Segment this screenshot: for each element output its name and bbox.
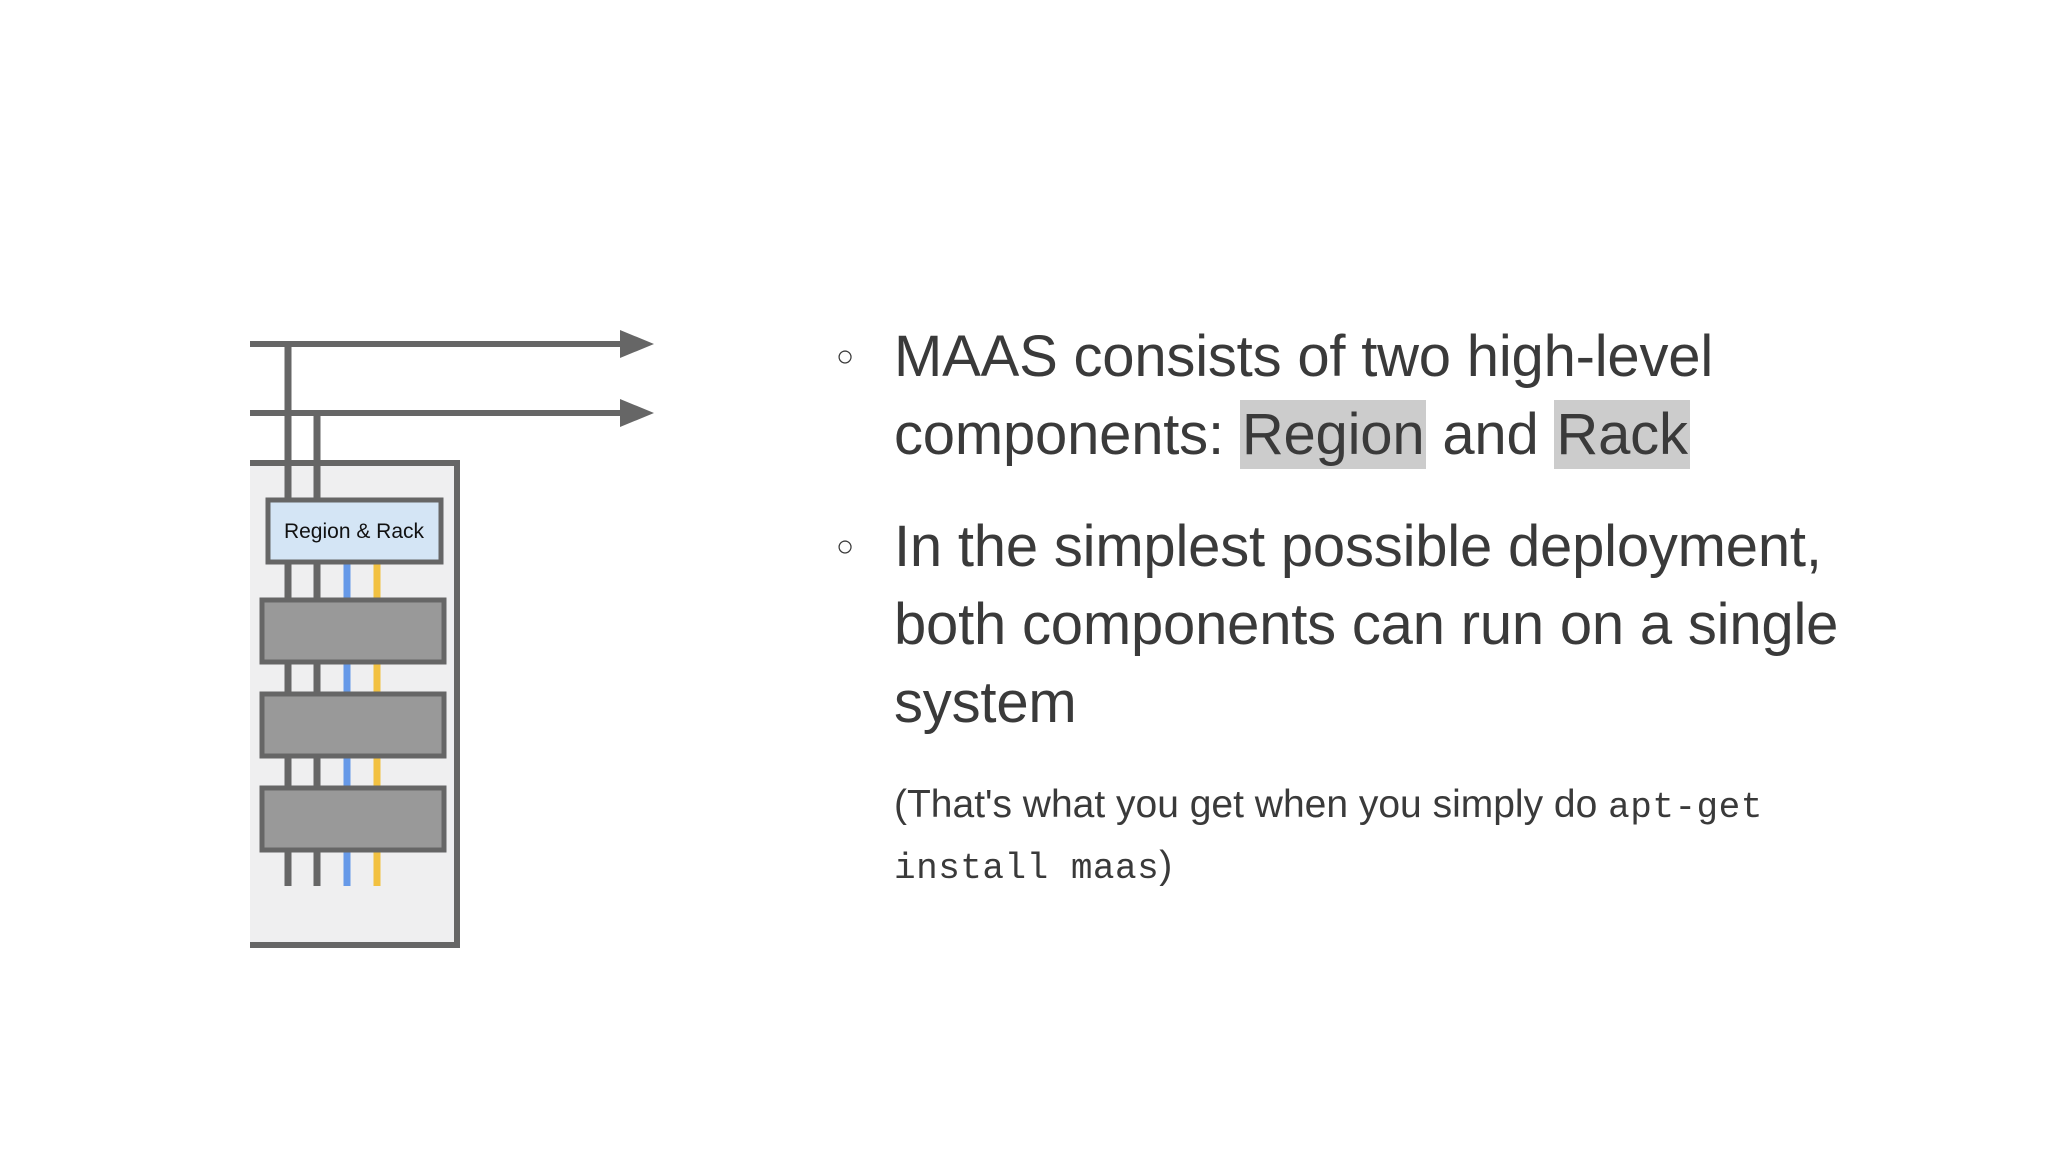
region-and-rack-box: Region & Rack bbox=[265, 497, 444, 565]
server-box bbox=[259, 691, 447, 759]
bullet-segment: MAAS consists of two high-level componen… bbox=[894, 324, 1714, 467]
highlighted-term-rack: Rack bbox=[1554, 400, 1690, 469]
highlighted-term-region: Region bbox=[1239, 400, 1427, 469]
bullet-text: In the simplest possible deployment, bot… bbox=[894, 508, 1888, 742]
note-prefix: (That's what you get when you simply do bbox=[894, 783, 1609, 826]
bullet-item: ○ MAAS consists of two high-level compon… bbox=[828, 318, 1888, 474]
parenthetical-note: (That's what you get when you simply do … bbox=[828, 776, 1888, 898]
content-text-column: ○ MAAS consists of two high-level compon… bbox=[828, 318, 1888, 898]
server-box bbox=[259, 597, 447, 665]
region-and-rack-label: Region & Rack bbox=[284, 520, 425, 543]
maas-deployment-diagram: Region & Rack bbox=[250, 300, 670, 980]
install-command: apt-get install maas bbox=[894, 787, 1763, 889]
bullet-marker-icon: ○ bbox=[836, 340, 855, 373]
bullet-marker-icon: ○ bbox=[836, 530, 855, 563]
lower-network-arrow bbox=[250, 399, 654, 427]
server-box bbox=[259, 785, 447, 853]
bullet-item: ○ In the simplest possible deployment, b… bbox=[828, 508, 1888, 742]
bullet-text: MAAS consists of two high-level componen… bbox=[894, 318, 1888, 474]
bullet-segment: and bbox=[1426, 402, 1555, 467]
bullet-segment: In the simplest possible deployment, bot… bbox=[894, 514, 1839, 735]
upper-network-arrow bbox=[250, 330, 654, 358]
note-suffix: ) bbox=[1159, 844, 1173, 887]
